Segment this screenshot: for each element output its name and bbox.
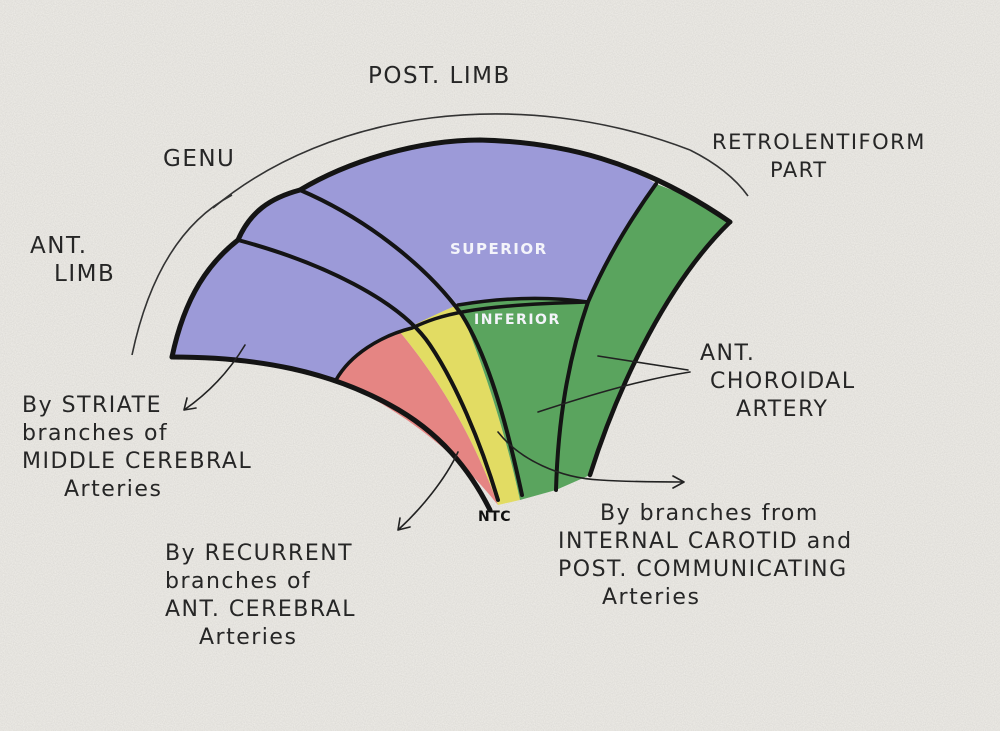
- striate-line-4: Arteries: [64, 477, 163, 502]
- internal-carotid-line-4: Arteries: [602, 585, 701, 610]
- striate-line-3: MIDDLE CEREBRAL: [22, 449, 253, 474]
- recurrent-line-3: ANT. CEREBRAL: [165, 597, 357, 622]
- divider-sup-inf: [456, 296, 590, 307]
- post-limb-label: POST. LIMB: [368, 63, 511, 89]
- divider-genu-post: [298, 188, 524, 497]
- region-superior: [300, 140, 656, 305]
- region-ant-limb: [172, 240, 412, 380]
- ant-limb-line-1: ANT.: [30, 233, 88, 259]
- retrolentiform-line-2: PART: [770, 158, 828, 182]
- ant-choroidal-line-3: ARTERY: [736, 397, 829, 422]
- post-limb-arc: [212, 113, 691, 209]
- region-inferior: [458, 299, 588, 500]
- internal-carotid-label: By branches from INTERNAL CAROTID and PO…: [558, 500, 853, 612]
- inner-boundary: [169, 354, 493, 513]
- striate-line-1: By STRIATE: [22, 393, 162, 418]
- recurrent-arrow: [397, 451, 459, 531]
- outer-boundary: [169, 137, 733, 360]
- recurrent-line-4: Arteries: [199, 625, 298, 650]
- recurrent-line-2: branches of: [165, 569, 312, 594]
- carotid-arrow: [497, 431, 685, 489]
- internal-carotid-line-2: INTERNAL CAROTID and: [558, 529, 853, 554]
- region-yellow: [400, 305, 520, 505]
- internal-carotid-line-3: POST. COMMUNICATING: [558, 557, 848, 582]
- recurrent-label: By RECURRENT branches of ANT. CEREBRAL A…: [165, 540, 356, 652]
- ant-choroidal-line-2: CHOROIDAL: [710, 369, 856, 394]
- region-red: [336, 332, 498, 505]
- region-genu: [238, 190, 458, 328]
- striate-label: By STRIATE branches of MIDDLE CEREBRAL A…: [22, 392, 252, 504]
- striate-arrow: [183, 344, 246, 411]
- divider-ant-genu: [236, 238, 500, 502]
- choroidal-pointer-2: [537, 371, 691, 413]
- inferior-label: INFERIOR: [474, 312, 561, 328]
- ant-choroidal-label: ANT. CHOROIDAL ARTERY: [700, 340, 856, 424]
- genu-label: GENU: [163, 146, 236, 172]
- retrolentiform-outer-edge: [587, 219, 733, 478]
- divider-retrolentiform: [554, 182, 658, 492]
- retrolentiform-label: RETROLENTIFORM PART: [712, 128, 926, 184]
- ant-limb-label: ANT. LIMB: [30, 232, 115, 288]
- ntc-label: NTC: [478, 509, 512, 525]
- ant-limb-line-2: LIMB: [54, 261, 116, 287]
- ant-choroidal-line-1: ANT.: [700, 341, 756, 366]
- recurrent-line-1: By RECURRENT: [165, 541, 354, 566]
- striate-line-2: branches of: [22, 421, 169, 446]
- choroidal-pointer-1: [597, 355, 689, 371]
- divider-red-upper: [334, 300, 590, 382]
- internal-carotid-line-1: By branches from: [600, 501, 819, 526]
- superior-label: SUPERIOR: [450, 240, 548, 258]
- retrolentiform-line-1: RETROLENTIFORM: [712, 130, 926, 154]
- retrolentiform-arc: [689, 149, 749, 197]
- region-retrolentiform: [556, 184, 730, 490]
